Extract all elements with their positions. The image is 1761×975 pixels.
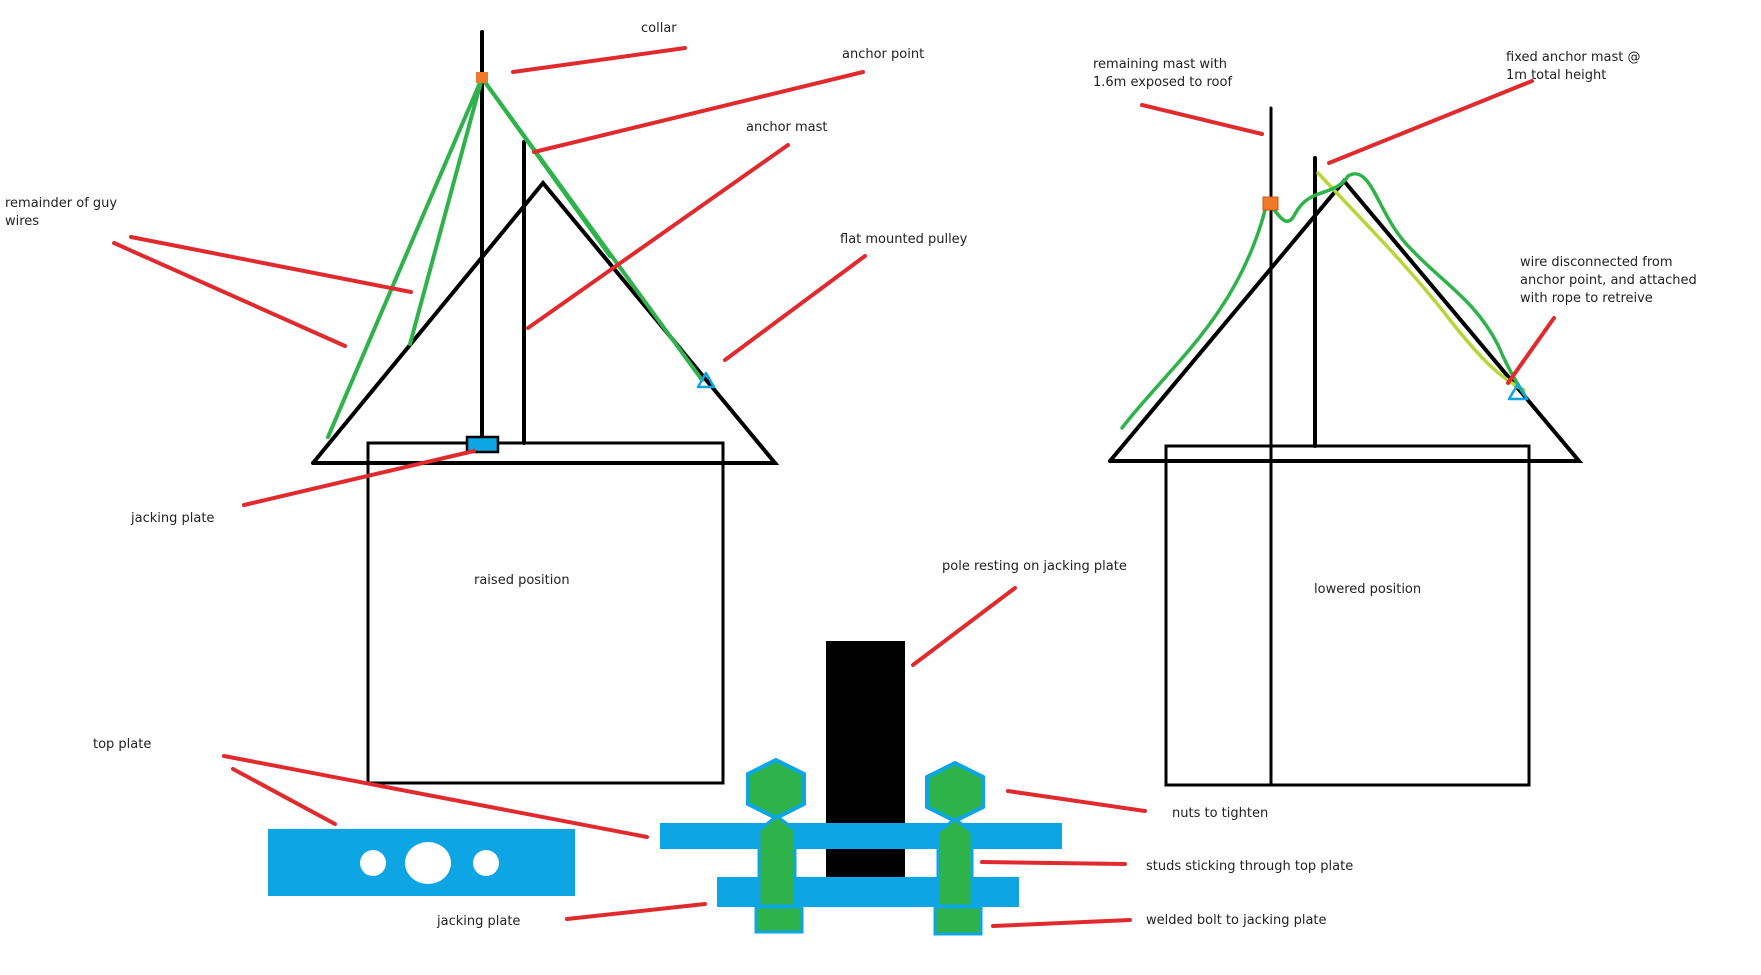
nut xyxy=(746,757,806,821)
label-raised-position: raised position xyxy=(474,573,570,588)
leader-studs xyxy=(980,860,1127,866)
label-fixed-anchor-line2: 1m total height xyxy=(1506,68,1606,83)
label-lowered-position: lowered position xyxy=(1314,582,1421,597)
lowered-house xyxy=(1108,106,1584,787)
label-flat-mounted-pulley: flat mounted pulley xyxy=(840,232,968,247)
label-wire-disconnected-line2: anchor point, and attached xyxy=(1520,273,1697,288)
leader-jacking-plate-upper xyxy=(242,449,476,507)
raised-jacking-plate xyxy=(465,435,500,454)
leader-remainder-guy xyxy=(112,241,347,348)
label-remaining-mast-line2: 1.6m exposed to roof xyxy=(1093,75,1232,90)
raised-house-wall xyxy=(366,441,725,785)
lowered-house-roof xyxy=(1108,177,1584,463)
plate-hole xyxy=(405,842,451,884)
assembly-top-plate xyxy=(660,823,1062,849)
leader-remainder-guy xyxy=(129,235,413,294)
guy-wire xyxy=(326,76,484,439)
loose-wire xyxy=(1316,171,1526,392)
label-collar: collar xyxy=(641,21,677,36)
plate-hole xyxy=(360,850,386,876)
leader-pulley xyxy=(723,254,867,362)
label-wire-disconnected-line3: with rope to retreive xyxy=(1520,291,1653,306)
label-pole-resting: pole resting on jacking plate xyxy=(942,559,1127,574)
plate-hole xyxy=(473,850,499,876)
pulley-icon xyxy=(696,371,716,389)
leader-anchor-mast xyxy=(526,143,790,330)
label-remainder-guy-line2: wires xyxy=(5,214,39,229)
label-nuts-to-tighten: nuts to tighten xyxy=(1172,806,1268,821)
label-top-plate: top plate xyxy=(93,737,151,752)
raised-house-roof xyxy=(311,179,780,465)
welded-bolt xyxy=(933,905,983,936)
leader-top-plate xyxy=(231,767,337,826)
top-plate-detail xyxy=(268,829,575,896)
label-remainder-guy-line1: remainder of guy xyxy=(5,196,117,211)
label-studs-sticking: studs sticking through top plate xyxy=(1146,859,1353,874)
label-fixed-anchor-line1: fixed anchor mast @ xyxy=(1506,50,1641,65)
lowered-pulley-icon xyxy=(1507,382,1529,401)
guy-wire xyxy=(480,76,612,258)
collar-marker xyxy=(476,72,488,83)
label-jacking-plate-lower: jacking plate xyxy=(436,914,520,929)
stud xyxy=(757,814,797,908)
guy-wire xyxy=(408,76,484,346)
lowered-collar-marker xyxy=(1262,196,1279,211)
leader-anchor-point xyxy=(532,70,865,154)
label-anchor-point: anchor point xyxy=(842,47,924,62)
leader-pole-resting xyxy=(911,586,1017,667)
stud xyxy=(936,817,974,908)
label-anchor-mast: anchor mast xyxy=(746,120,828,135)
leader-wire-disconnected xyxy=(1506,316,1556,385)
leader-remaining-mast xyxy=(1140,103,1264,136)
lowered-house-wall xyxy=(1164,444,1531,787)
label-welded-bolt: welded bolt to jacking plate xyxy=(1146,913,1327,928)
leader-jacking-plate-lower xyxy=(565,902,707,921)
welded-bolt xyxy=(754,905,804,934)
nut xyxy=(925,760,985,824)
lowered-guy-wire xyxy=(1120,172,1526,430)
leader-top-plate xyxy=(222,754,649,839)
leader-nuts xyxy=(1006,789,1147,813)
label-wire-disconnected-line1: wire disconnected from xyxy=(1520,255,1673,270)
leader-fixed-anchor xyxy=(1327,79,1534,165)
label-remaining-mast-line1: remaining mast with xyxy=(1093,57,1227,72)
label-jacking-plate-upper: jacking plate xyxy=(130,511,214,526)
raised-house xyxy=(311,30,780,785)
leader-welded-bolt xyxy=(991,918,1132,928)
assembly-detail xyxy=(660,641,1062,936)
leader-collar xyxy=(511,46,687,74)
